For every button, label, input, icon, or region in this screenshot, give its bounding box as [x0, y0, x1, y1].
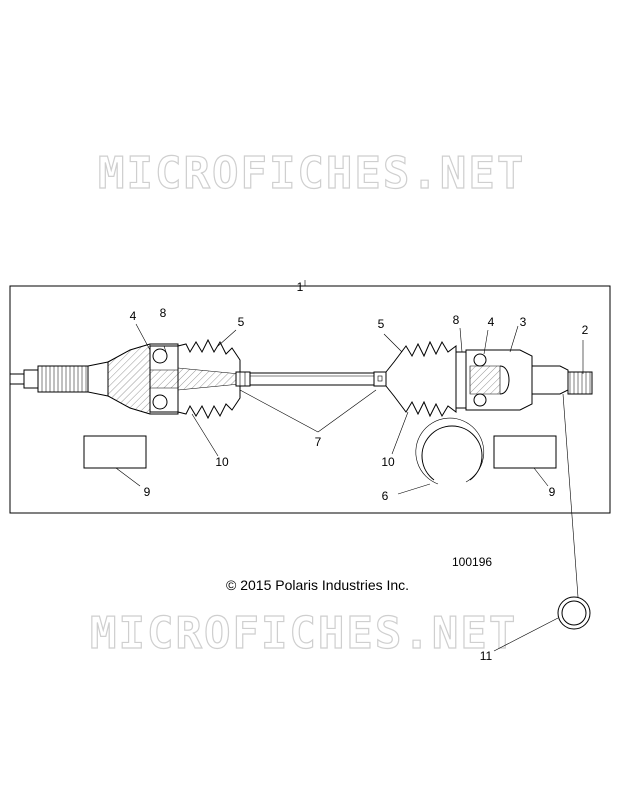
figure-number: 100196: [452, 555, 492, 569]
callout-11: 11: [480, 649, 493, 663]
callout-6: 6: [382, 489, 389, 503]
callout-4-right: 4: [488, 315, 495, 329]
leader-lines: [115, 280, 584, 652]
callout-10-right: 10: [381, 455, 395, 469]
callout-4-left: 4: [130, 309, 137, 323]
watermark-top: MICROFICHES.NET: [98, 148, 525, 199]
part-11-o-ring: [557, 596, 591, 630]
callout-5-right: 5: [378, 317, 385, 331]
right-stub-shaft: [531, 365, 593, 395]
callout-9-right: 9: [549, 485, 556, 499]
left-stub-shaft: [9, 361, 109, 397]
part-9-left-box: [83, 435, 147, 469]
callout-7: 7: [315, 435, 322, 449]
right-bearing-ball: [473, 353, 487, 367]
copyright-text: © 2015 Polaris Industries Inc.: [226, 577, 409, 593]
callout-2: 2: [582, 323, 589, 337]
left-boot-clamp: [235, 371, 251, 387]
left-boot: [177, 338, 241, 420]
left-bearing-ball: [152, 348, 168, 364]
watermark-bottom: MICROFICHES.NET: [90, 608, 517, 659]
left-bearing-ball-lower: [152, 394, 168, 410]
callout-8-left: 8: [160, 306, 167, 320]
callout-8-right: 8: [453, 313, 460, 327]
callout-9-left: 9: [144, 485, 151, 499]
part-6-ring: [421, 425, 483, 481]
assembly-frame: [9, 285, 611, 514]
right-boot: [385, 340, 457, 418]
callout-5-left: 5: [238, 315, 245, 329]
callout-3: 3: [520, 315, 527, 329]
left-cv-housing: [107, 343, 179, 415]
part-9-right-box: [493, 435, 557, 469]
center-shaft: [249, 372, 379, 386]
callout-10-left: 10: [215, 455, 229, 469]
right-boot-clamp: [373, 371, 387, 387]
callout-1: 1: [297, 280, 304, 294]
right-bearing-ball-lower: [473, 393, 487, 407]
right-cv-housing: [455, 349, 533, 411]
